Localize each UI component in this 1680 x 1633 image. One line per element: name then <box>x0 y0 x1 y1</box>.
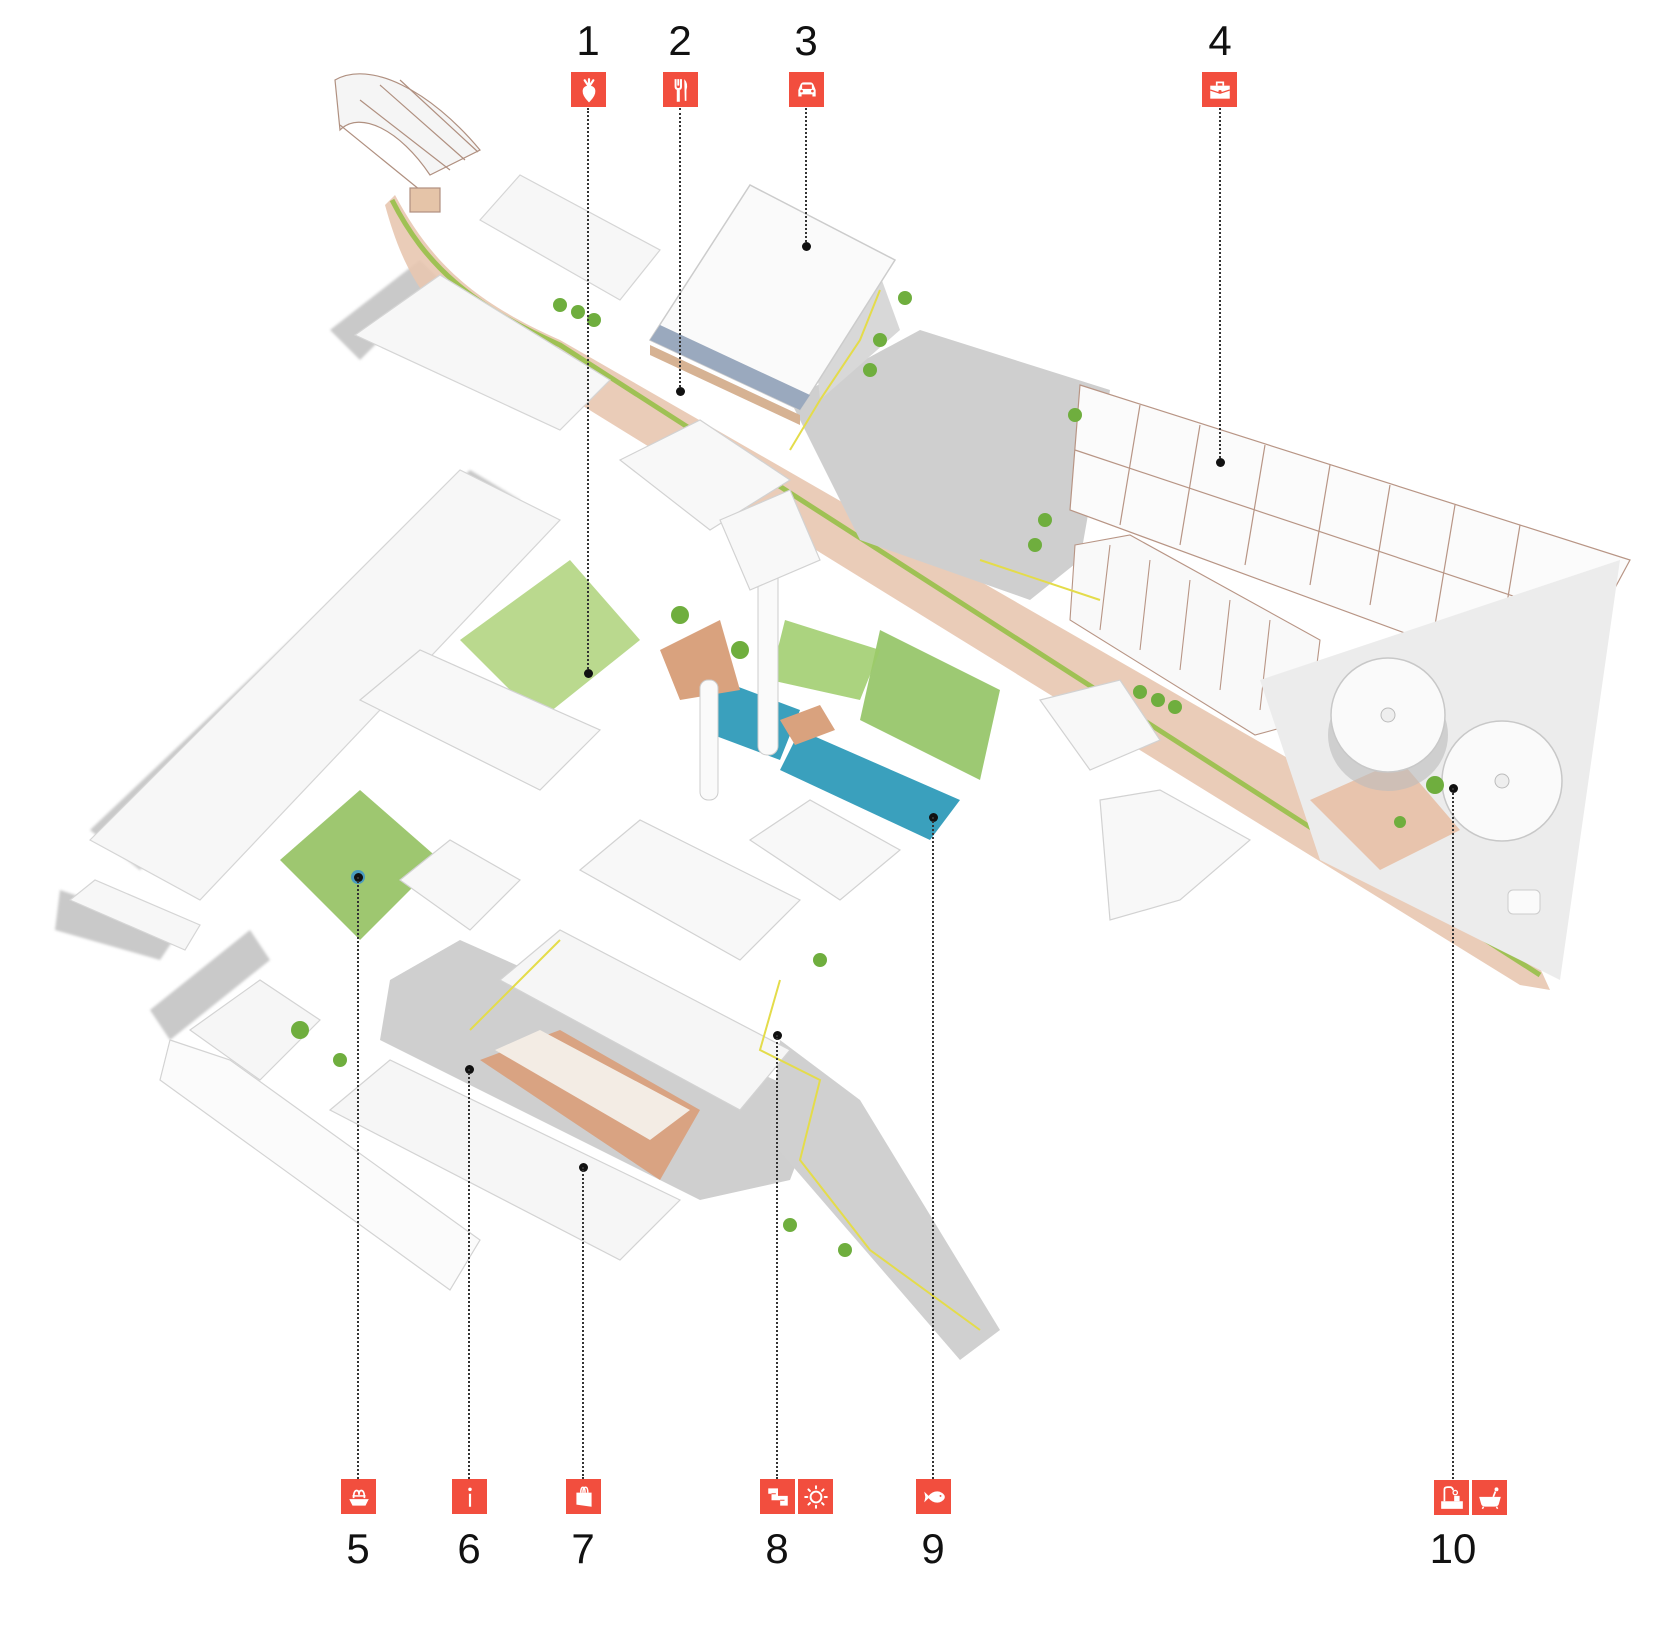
leader-line <box>932 817 934 1479</box>
leader-line <box>582 1167 584 1479</box>
marker-number: 3 <box>794 17 818 64</box>
shopping-bag-icon <box>566 1479 601 1514</box>
leader-line <box>776 1035 778 1479</box>
sun-icon <box>798 1479 833 1514</box>
bathtub-icon <box>1472 1480 1507 1515</box>
fork-knife-icon <box>663 72 698 107</box>
southern-streets <box>380 940 1000 1360</box>
arched-sheds <box>1069 534 1321 736</box>
gasholders <box>1328 657 1563 915</box>
location-dot <box>1215 457 1225 467</box>
marker-number: 10 <box>1429 1525 1477 1572</box>
briefcase-icon <box>1202 72 1237 107</box>
location-dot <box>675 386 685 396</box>
leader-line <box>357 877 359 1479</box>
fountain-icon <box>341 1479 376 1514</box>
yellow-paths <box>469 289 1101 1331</box>
marker-number: 5 <box>346 1525 370 1572</box>
leader-line <box>679 108 681 391</box>
greenway-strip <box>385 195 1550 990</box>
marker-number: 8 <box>765 1525 789 1572</box>
car-icon <box>789 72 824 107</box>
marker-number: 7 <box>571 1525 595 1572</box>
east-ground <box>1260 560 1620 980</box>
building-3-shed <box>648 184 897 425</box>
leader-line <box>805 108 807 246</box>
shower-icon <box>1434 1480 1469 1515</box>
leader-line <box>468 1069 470 1479</box>
marker-number: 9 <box>921 1525 945 1572</box>
southern-buildings <box>159 929 791 1291</box>
marker-number: 2 <box>668 17 692 64</box>
leader-line <box>1219 108 1221 462</box>
chimneys <box>699 544 779 801</box>
marker-number: 4 <box>1208 17 1232 64</box>
leader-line <box>1452 788 1454 1479</box>
central-buildings <box>358 419 1252 961</box>
trees <box>291 291 1444 1257</box>
root-vegetable-icon <box>571 72 606 107</box>
location-dot <box>801 241 811 251</box>
marker-number: 1 <box>576 17 600 64</box>
marker-number: 6 <box>457 1525 481 1572</box>
northwest-buildings <box>68 174 661 951</box>
glass-tunnel <box>334 73 481 213</box>
fish-icon <box>916 1479 951 1514</box>
location-dot <box>583 668 593 678</box>
central-canal-garden <box>660 620 1000 840</box>
stairs-icon <box>760 1479 795 1514</box>
leader-line <box>587 108 589 673</box>
info-icon <box>452 1479 487 1514</box>
